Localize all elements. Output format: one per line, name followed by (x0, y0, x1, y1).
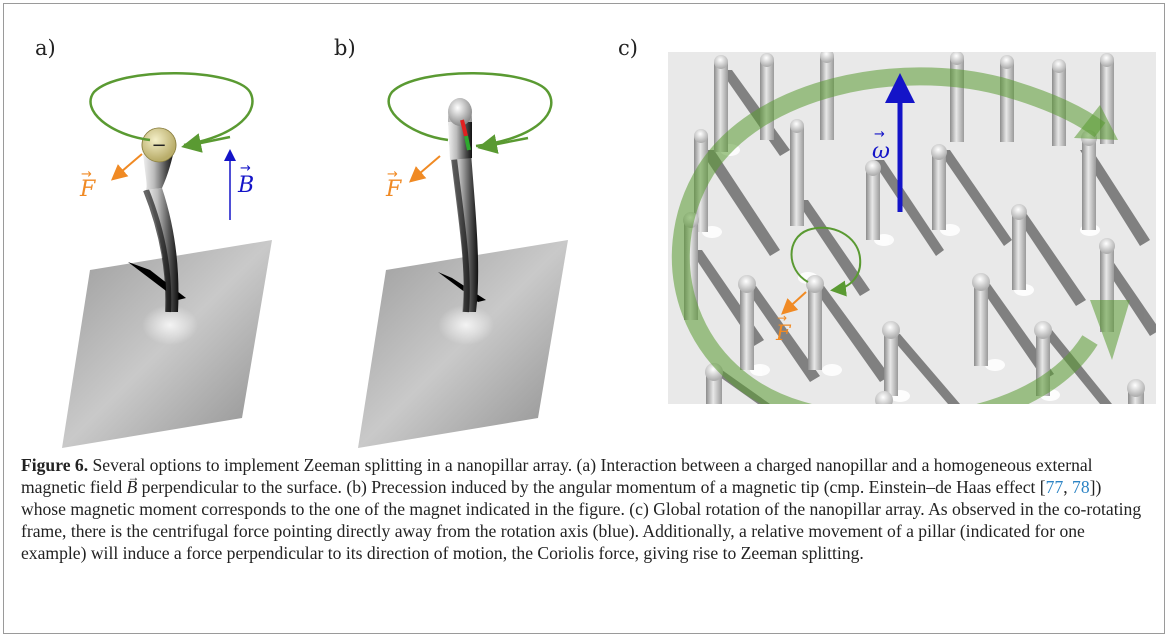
panel-a-force-symbol: F (79, 177, 96, 202)
panel-c-label: c) (618, 36, 638, 60)
caption-label: Figure 6. (21, 455, 89, 475)
panel-c-pillar-motion-arrow (790, 226, 862, 297)
caption-text-part3: ]) whose magnetic moment corresponds to … (21, 477, 1142, 563)
panel-a-charge-symbol: − (151, 135, 166, 156)
panel-a-precession-arrow (89, 72, 254, 147)
caption-text-part1: Several options to implement Zeeman spli… (21, 455, 1093, 497)
panel-a-force-arrow (110, 153, 143, 181)
panel-c-pillar-array (671, 52, 1156, 404)
panel-c-drawing: ω → F → (668, 52, 1156, 404)
svg-text:→: → (81, 167, 92, 182)
panel-c-omega-symbol: ω (872, 139, 890, 164)
panel-c-rotation-arrow (671, 67, 1106, 404)
panel-c-force-symbol: F (775, 321, 792, 345)
panel-a-label: a) (35, 36, 56, 60)
panel-b-drawing: F → (358, 72, 568, 448)
panel-b-force-arrow (408, 155, 441, 183)
panel-b-magnet-south (464, 135, 471, 151)
panel-b-label: b) (334, 36, 356, 60)
caption-field-symbol: →B (126, 470, 140, 497)
caption-ref-77[interactable]: 77 (1045, 477, 1064, 497)
panel-b-magnet-north (460, 119, 468, 137)
svg-text:→: → (240, 161, 251, 176)
caption-ref-78[interactable]: 78 (1072, 477, 1090, 497)
panel-a-field-symbol: B (237, 173, 254, 198)
svg-text:→: → (387, 167, 398, 182)
panel-b-precession-arrow (387, 72, 553, 148)
svg-text:→: → (777, 311, 787, 325)
caption-text-part2: perpendicular to the surface. (b) Preces… (137, 477, 1046, 497)
panel-c-force-arrow (781, 291, 807, 315)
panel-a-drawing: − F → B → (62, 72, 272, 448)
svg-text:→: → (874, 127, 885, 142)
panel-b-force-symbol: F (385, 177, 402, 202)
figure-caption: Figure 6. Several options to implement Z… (21, 455, 1142, 563)
